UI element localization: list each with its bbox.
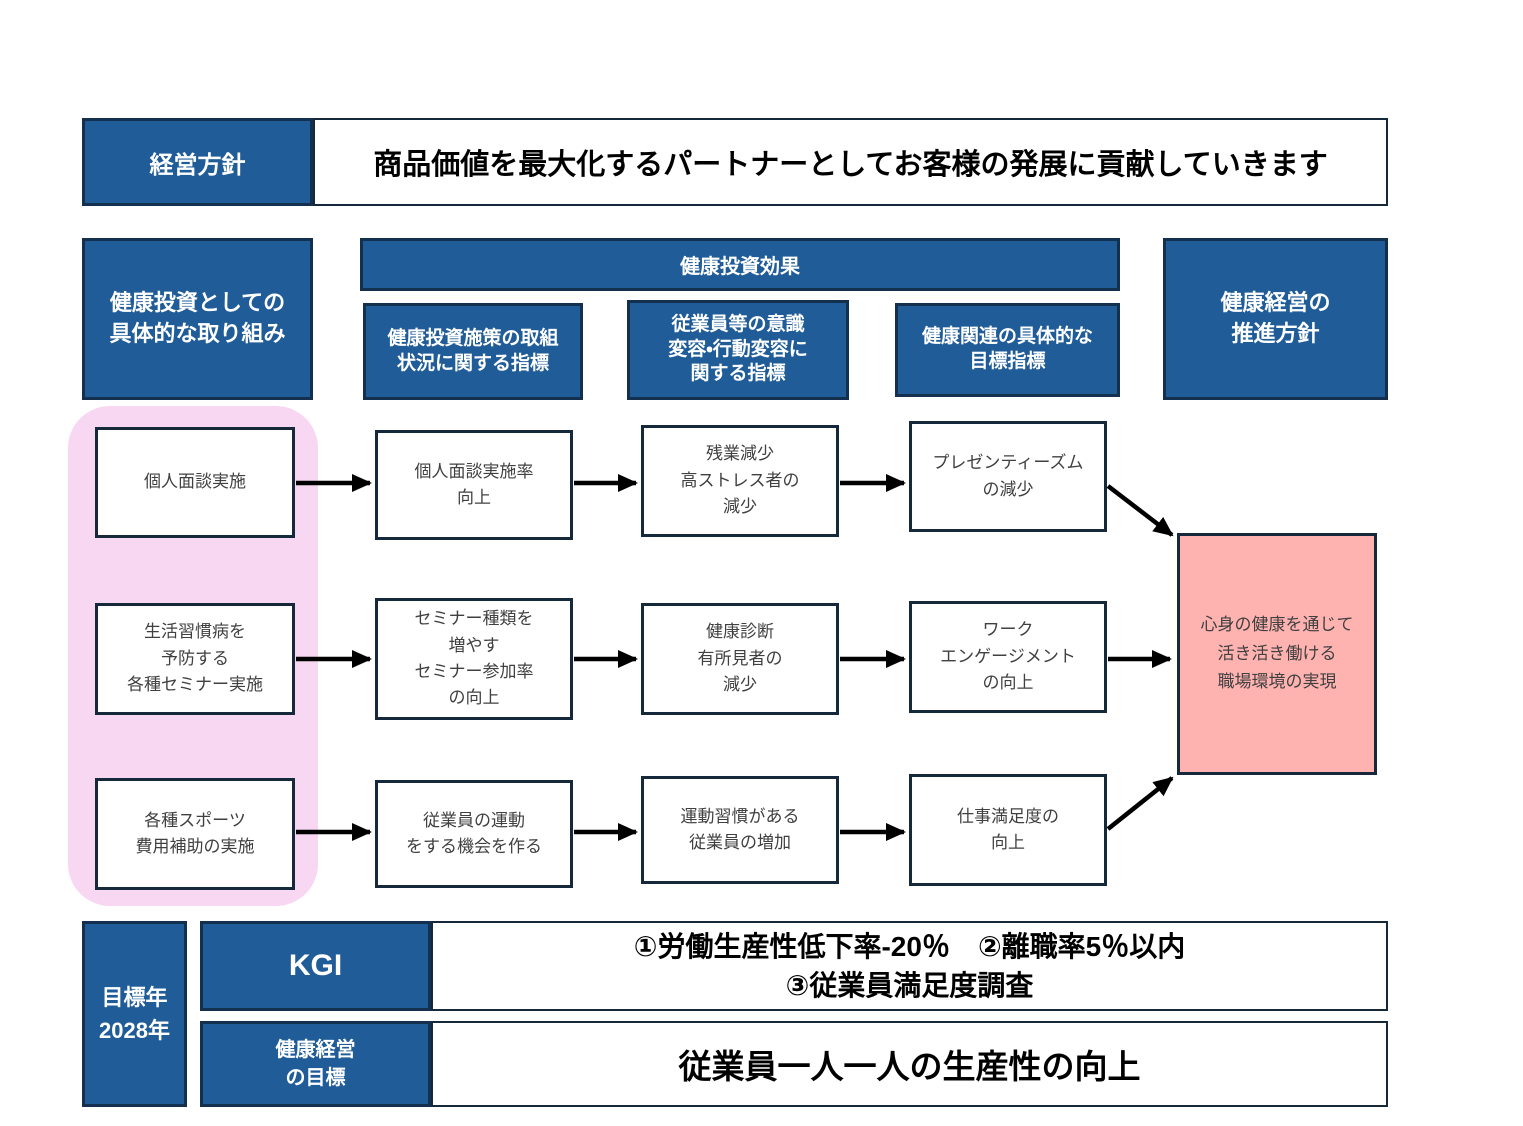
arrow-r1-to-goal [1106,484,1174,537]
activity-box-row3: 従業員の運動 をする機会を作る [375,780,573,888]
investment-effect-header: 健康投資効果 [360,238,1120,291]
kgi-label-box: KGI [200,921,431,1011]
initiative-box-row1: 個人面談実施 [95,427,295,538]
health-goal-value-box: 従業員一人一人の生産性の向上 [431,1021,1388,1107]
kgi-value-box: ①労働生産性低下率-20％ ②離職率5％以内 ③従業員満足度調査 [431,921,1388,1011]
initiative-box-row3: 各種スポーツ 費用補助の実施 [95,778,295,890]
behavior-box-row2: 健康診断 有所見者の 減少 [641,603,839,715]
promotion-policy-header: 健康経営の 推進方針 [1163,238,1388,400]
initiatives-column-header: 健康投資としての 具体的な取り組み [82,238,313,400]
activity-box-row2: セミナー種類を 増やす セミナー参加率 の向上 [375,598,573,720]
target-indicator-header: 健康関連の具体的な 目標指標 [895,303,1120,397]
arrow-r3-to-goal [1106,776,1174,831]
target-box-row2: ワーク エンゲージメント の向上 [909,601,1107,713]
initiative-box-row2: 生活習慣病を 予防する 各種セミナー実施 [95,603,295,715]
goal-box: 心身の健康を通じて 活き活き働ける 職場環境の実現 [1177,533,1377,775]
target-year-box: 目標年 2028年 [82,921,187,1107]
health-goal-label-box: 健康経営 の目標 [200,1021,431,1107]
target-box-row1: プレゼンティーズム の減少 [909,421,1107,532]
activity-indicator-header: 健康投資施策の取組 状況に関する指標 [363,303,583,400]
behavior-indicator-header: 従業員等の意識 変容・行動変容に 関する指標 [627,300,849,400]
management-policy-label: 経営方針 [82,118,313,206]
target-box-row3: 仕事満足度の 向上 [909,774,1107,886]
management-policy-text: 商品価値を最大化するパートナーとしてお客様の発展に貢献していきます [313,118,1388,206]
behavior-box-row3: 運動習慣がある 従業員の増加 [641,776,839,884]
activity-box-row1: 個人面談実施率 向上 [375,430,573,540]
behavior-box-row1: 残業減少 高ストレス者の 減少 [641,425,839,537]
